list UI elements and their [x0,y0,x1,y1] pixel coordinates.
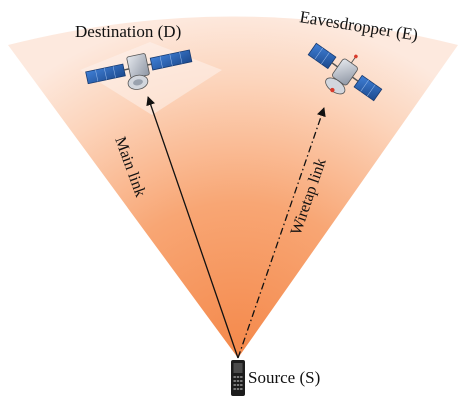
main-link-arrow [146,96,239,359]
satellite-icon [85,49,193,90]
wiretap-link-arrow [237,107,326,359]
spy-satellite-icon [307,42,383,102]
coverage-beam [8,16,458,358]
source-label: Source (S) [248,368,320,387]
destination-label: Destination (D) [75,22,181,41]
mobile-phone-icon [231,360,245,396]
